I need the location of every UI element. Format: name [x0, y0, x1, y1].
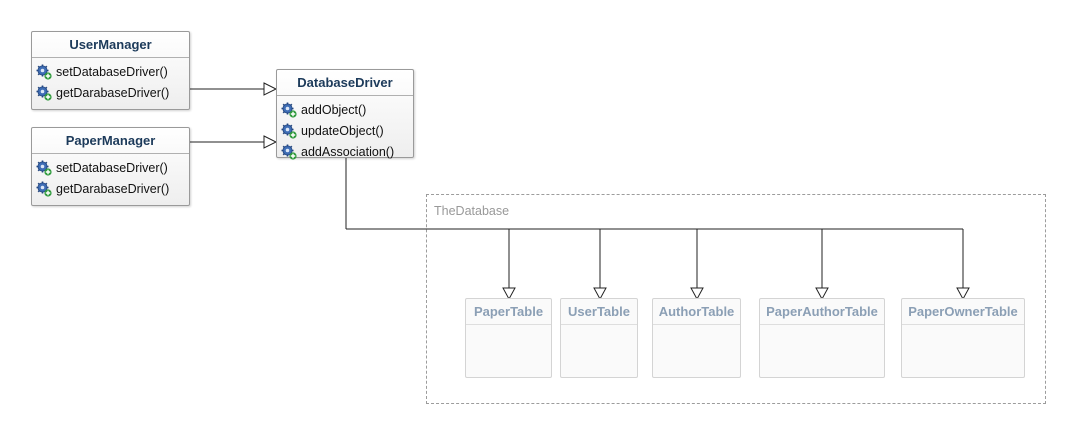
gear-plus-icon	[36, 160, 52, 176]
operation-label: setDatabaseDriver()	[56, 160, 168, 175]
operation: addObject()	[277, 99, 413, 120]
class-papertable[interactable]: PaperTable	[465, 298, 552, 378]
class-name: AuthorTable	[653, 299, 740, 325]
class-name: PaperAuthorTable	[760, 299, 884, 325]
class-usertable[interactable]: UserTable	[560, 298, 638, 378]
operation: addAssociation()	[277, 141, 413, 162]
operation: updateObject()	[277, 120, 413, 141]
arrowhead-right	[263, 135, 278, 149]
class-name: PaperOwnerTable	[902, 299, 1024, 325]
class-paperauthortable[interactable]: PaperAuthorTable	[759, 298, 885, 378]
class-name: UserManager	[32, 32, 189, 58]
arrowhead-down	[815, 287, 829, 301]
operation: getDarabaseDriver()	[32, 82, 189, 103]
class-name: PaperTable	[466, 299, 551, 325]
package-label: TheDatabase	[434, 204, 510, 218]
operation: getDarabaseDriver()	[32, 178, 189, 199]
class-authortable[interactable]: AuthorTable	[652, 298, 741, 378]
gear-plus-icon	[36, 64, 52, 80]
operation-label: addObject()	[301, 102, 367, 117]
gear-plus-icon	[281, 123, 297, 139]
package-thedatabase: TheDatabase	[426, 194, 1046, 404]
class-paperownertable[interactable]: PaperOwnerTable	[901, 298, 1025, 378]
class-papermanager[interactable]: PaperManager setDatabaseDriver() getDara…	[31, 127, 190, 206]
class-databasedriver[interactable]: DatabaseDriver addObject() updateObject(…	[276, 69, 414, 158]
gear-plus-icon	[281, 144, 297, 160]
class-usermanager[interactable]: UserManager setDatabaseDriver() getDarab…	[31, 31, 190, 110]
arrowhead-down	[502, 287, 516, 301]
operation: setDatabaseDriver()	[32, 157, 189, 178]
class-name: UserTable	[561, 299, 637, 325]
gear-plus-icon	[36, 181, 52, 197]
operation-label: updateObject()	[301, 123, 384, 138]
operation-label: getDarabaseDriver()	[56, 85, 170, 100]
operation-label: getDarabaseDriver()	[56, 181, 170, 196]
arrowhead-down	[690, 287, 704, 301]
class-name: DatabaseDriver	[277, 70, 413, 96]
operation-label: addAssociation()	[301, 144, 395, 159]
operation-label: setDatabaseDriver()	[56, 64, 168, 79]
arrowhead-down	[593, 287, 607, 301]
gear-plus-icon	[281, 102, 297, 118]
class-name: PaperManager	[32, 128, 189, 154]
arrowhead-right	[263, 82, 278, 96]
operation: setDatabaseDriver()	[32, 61, 189, 82]
arrowhead-down	[956, 287, 970, 301]
gear-plus-icon	[36, 85, 52, 101]
